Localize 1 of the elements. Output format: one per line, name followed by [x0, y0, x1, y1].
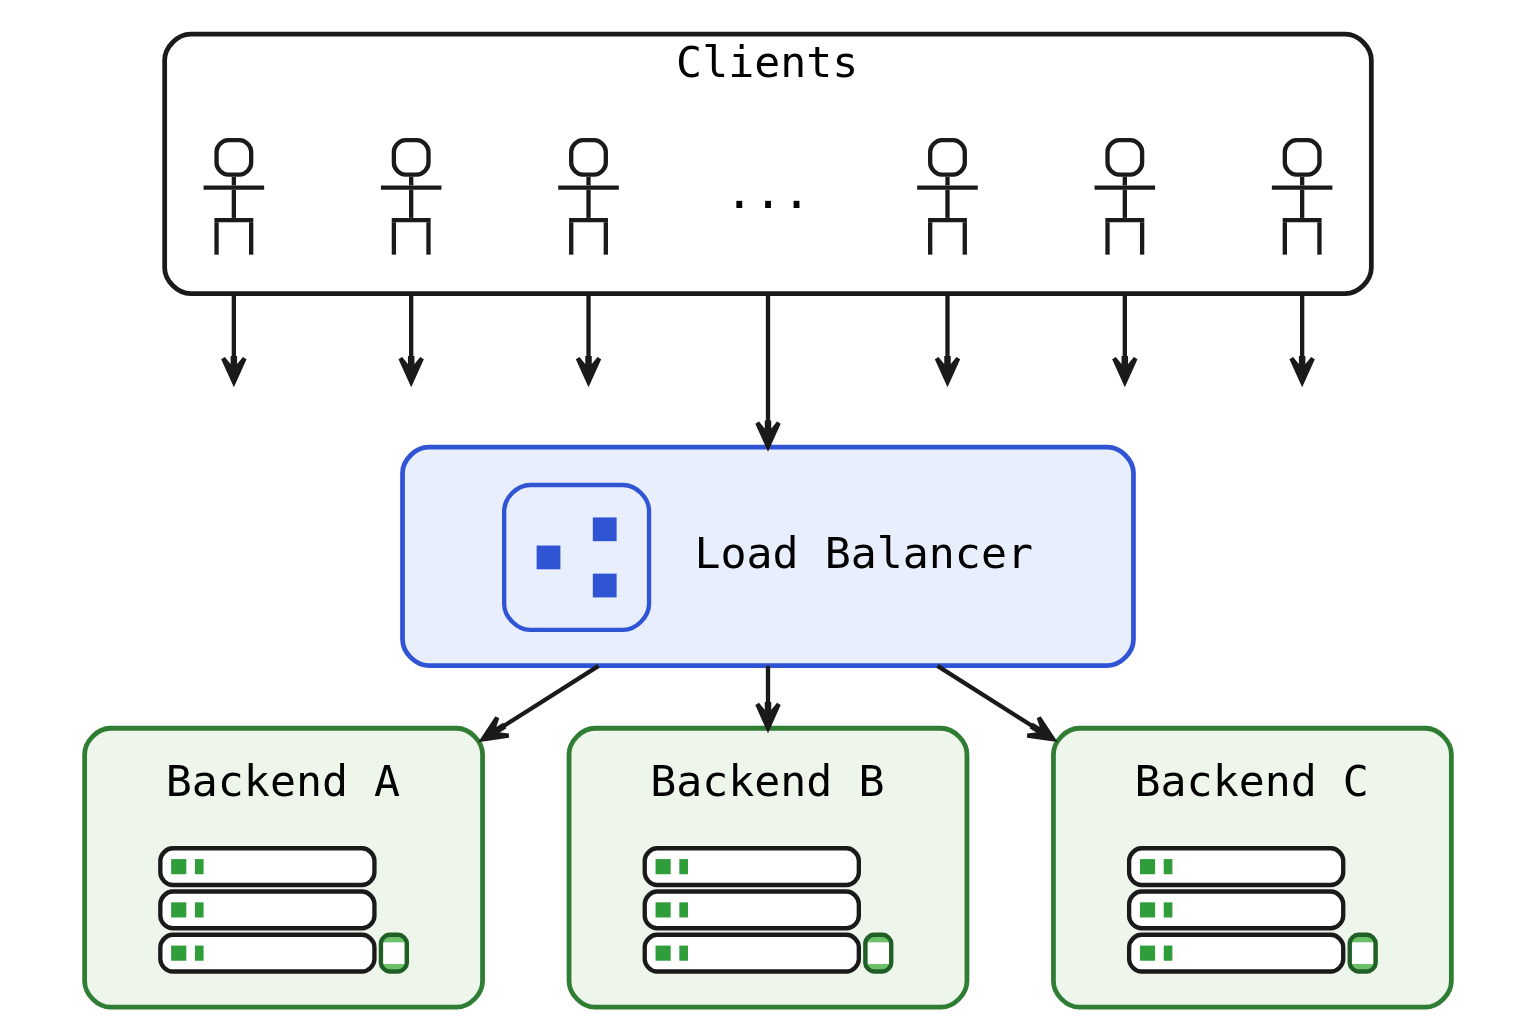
label: ... — [725, 164, 811, 220]
